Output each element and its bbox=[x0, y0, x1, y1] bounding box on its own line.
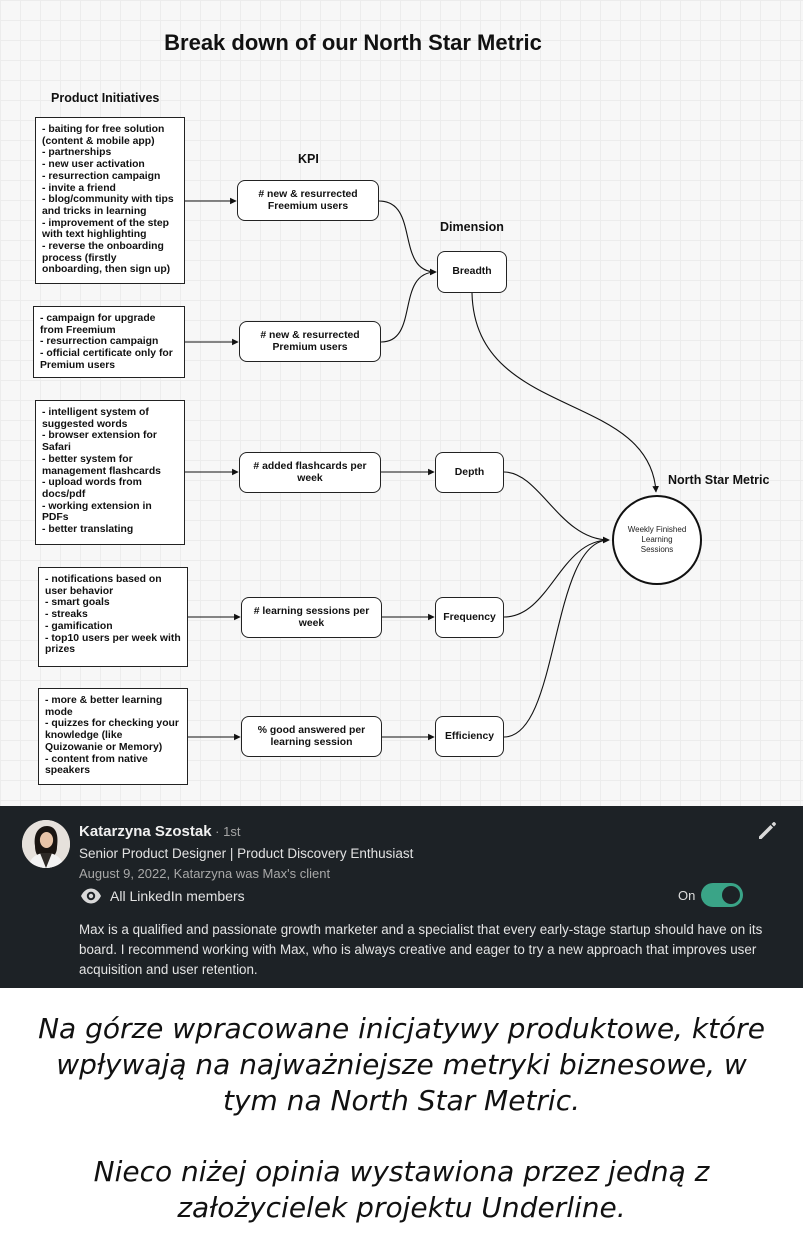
edge-frequency-nsm bbox=[503, 536, 610, 618]
initiative-box-breadth-freemium: - baiting for free solution (content & m… bbox=[35, 117, 185, 284]
caption-paragraph-1: Na górze wpracowane inicjatywy produktow… bbox=[38, 1012, 765, 1117]
initiative-box-efficiency: - more & better learning mode - quizzes … bbox=[38, 688, 188, 785]
avatar[interactable] bbox=[22, 820, 70, 868]
show-on-profile-toggle[interactable] bbox=[701, 883, 743, 907]
header-product-initiatives: Product Initiatives bbox=[51, 91, 160, 105]
diagram-title: Break down of our North Star Metric bbox=[164, 30, 542, 55]
toggle-knob bbox=[722, 886, 740, 904]
dimension-frequency: Frequency bbox=[435, 597, 504, 638]
edge-kpi-1-breadth bbox=[378, 200, 437, 276]
edge-depth-nsm bbox=[503, 471, 610, 544]
edge-breadth-nsm bbox=[471, 292, 659, 493]
recommender-name[interactable]: Katarzyna Szostak · 1st bbox=[79, 823, 241, 840]
recommendation-meta: August 9, 2022, Katarzyna was Max's clie… bbox=[79, 866, 331, 881]
header-north-star-metric: North Star Metric bbox=[668, 473, 770, 487]
metric-tree-diagram: Break down of our North Star Metric Prod… bbox=[0, 0, 803, 806]
header-kpi: KPI bbox=[298, 152, 319, 166]
diagram-connectors bbox=[185, 197, 659, 741]
recommendation-text: Max is a qualified and passionate growth… bbox=[79, 922, 763, 977]
toggle-label: On bbox=[678, 888, 696, 903]
north-star-metric-node: Weekly Finished Learning Sessions bbox=[612, 495, 702, 585]
header-dimension: Dimension bbox=[440, 220, 504, 234]
initiative-box-depth: - intelligent system of suggested words … bbox=[35, 400, 185, 545]
caption-paragraph-2: Nieco niżej opinia wystawiona przez jedn… bbox=[93, 1155, 710, 1224]
dimension-efficiency: Efficiency bbox=[435, 716, 504, 757]
dimension-breadth: Breadth bbox=[437, 251, 507, 293]
initiative-box-breadth-premium: - campaign for upgrade from Freemium - r… bbox=[33, 306, 185, 378]
avatar-portrait-icon bbox=[22, 820, 70, 868]
recommendation-card: Katarzyna Szostak · 1st Senior Product D… bbox=[0, 806, 803, 988]
edit-pencil-icon[interactable] bbox=[756, 820, 778, 842]
recommender-headline: Senior Product Designer | Product Discov… bbox=[79, 846, 414, 861]
visibility-label: All LinkedIn members bbox=[110, 888, 245, 904]
edge-kpi-2-breadth bbox=[380, 268, 437, 343]
connection-degree: · 1st bbox=[211, 824, 241, 839]
initiative-box-frequency: - notifications based on user behavior -… bbox=[38, 567, 188, 667]
eye-icon bbox=[80, 887, 102, 905]
edge-efficiency-nsm bbox=[503, 536, 610, 738]
dimension-depth: Depth bbox=[435, 452, 504, 493]
